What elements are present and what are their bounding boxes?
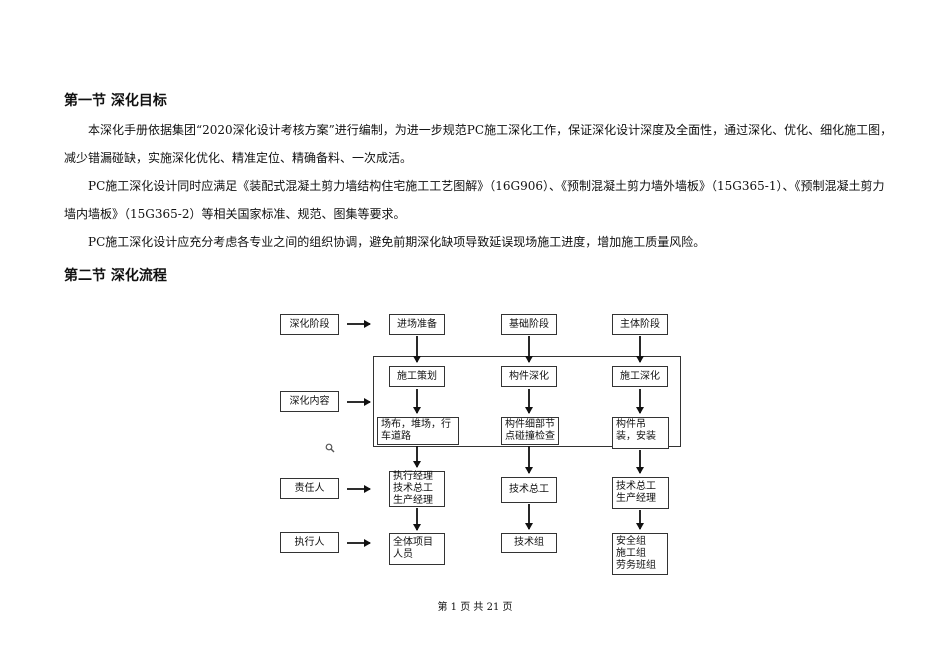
responsible-box-2: 技术总工 [501, 477, 557, 503]
row-label-content: 深化内容 [280, 391, 339, 412]
stage-box-3: 主体阶段 [612, 314, 668, 335]
row-label-stage: 深化阶段 [280, 314, 339, 335]
content-bottom-box-3: 构件吊装，安装 [612, 417, 669, 449]
executor-box-2: 技术组 [501, 533, 557, 553]
content-top-box-3: 施工深化 [612, 366, 668, 387]
magnifier-icon [325, 443, 335, 453]
section-1-title: 第一节 深化目标 [64, 93, 167, 109]
row-label-executor: 执行人 [280, 532, 339, 553]
stage-box-1: 进场准备 [389, 314, 445, 335]
executor-box-3: 安全组 施工组 劳务班组 [612, 533, 668, 575]
section-1-paragraph-3: PC施工深化设计应充分考虑各专业之间的组织协调，避免前期深化缺项导致延误现场施工… [88, 235, 706, 249]
section-2-title: 第二节 深化流程 [64, 268, 167, 284]
section-1-paragraph-2: PC施工深化设计同时应满足《装配式混凝土剪力墙结构住宅施工工艺图解》（16G90… [64, 179, 885, 221]
content-top-box-2: 构件深化 [501, 366, 557, 387]
content-top-box-1: 施工策划 [389, 366, 445, 387]
row-label-responsible: 责任人 [280, 478, 339, 499]
content-bottom-box-2: 构件细部节点碰撞检查 [501, 417, 559, 445]
responsible-box-1: 执行经理 技术总工 生产经理 [389, 471, 445, 507]
executor-box-1: 全体项目 人员 [389, 533, 445, 565]
page-number-footer: 第 1 页 共 21 页 [437, 602, 513, 613]
stage-box-2: 基础阶段 [501, 314, 557, 335]
content-bottom-box-1: 场布，堆场，行车道路 [377, 417, 459, 445]
responsible-box-3: 技术总工 生产经理 [612, 477, 669, 509]
section-1-paragraph-1: 本深化手册依据集团“2020深化设计考核方案”进行编制，为进一步规范PC施工深化… [64, 123, 893, 165]
